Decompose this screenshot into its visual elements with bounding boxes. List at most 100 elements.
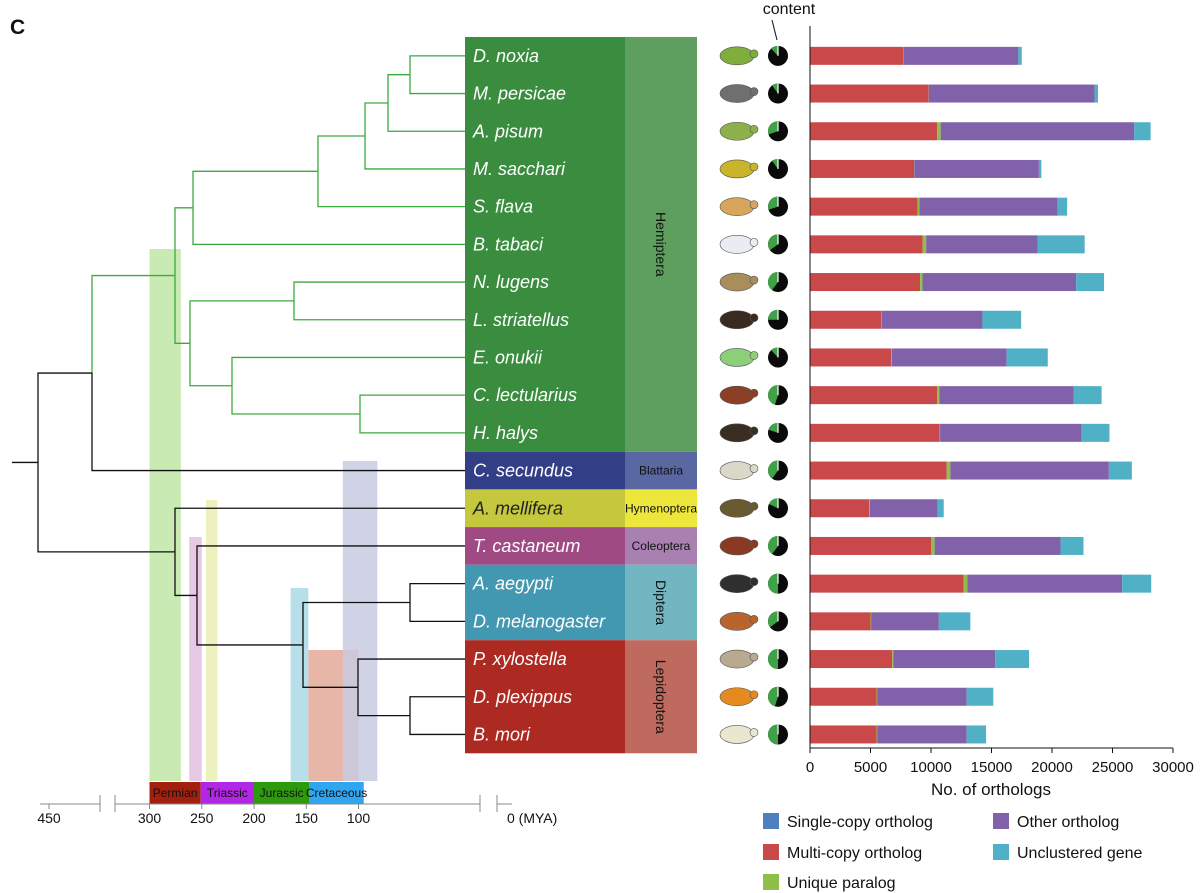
insect-head-icon — [750, 728, 758, 736]
time-tick-label: 250 — [190, 810, 214, 826]
species-name: M. persicae — [473, 84, 566, 104]
bar-multi-copy-ortholog — [810, 575, 964, 593]
tree-branch — [190, 301, 294, 343]
bar-unique-paralog — [877, 688, 878, 706]
x-axis-title: No. of orthologs — [931, 780, 1051, 799]
x-tick-label: 20000 — [1031, 759, 1073, 776]
insect-icon — [720, 198, 754, 216]
bar-unique-paralog — [931, 537, 935, 555]
bar-multi-copy-ortholog — [810, 85, 929, 103]
bar-other-ortholog — [929, 85, 1095, 103]
bar-other-ortholog — [870, 499, 938, 517]
x-tick-label: 5000 — [854, 759, 887, 776]
tree-branch — [294, 282, 465, 301]
insect-icon — [720, 499, 754, 517]
insect-icon-column — [720, 47, 758, 744]
ortholog-x-axis: 050001000015000200002500030000No. of ort… — [806, 26, 1194, 799]
bar-multi-copy-ortholog — [810, 273, 920, 291]
tree-branch — [92, 373, 465, 470]
bar-unclustered-gene — [939, 612, 970, 630]
insect-icon — [720, 650, 754, 668]
bar-unclustered-gene — [1134, 122, 1150, 140]
bar-unique-paralog — [918, 198, 920, 216]
order-label: Lepidoptera — [653, 660, 669, 734]
insect-head-icon — [750, 389, 758, 397]
bar-unclustered-gene — [967, 688, 994, 706]
species-order-blocks: HemipteraBlattariaHymenopteraColeopteraD… — [465, 37, 697, 753]
bar-other-ortholog — [877, 688, 967, 706]
x-tick-label: 15000 — [971, 759, 1013, 776]
insect-icon — [720, 273, 754, 291]
insect-icon — [720, 235, 754, 253]
bar-multi-copy-ortholog — [810, 47, 903, 65]
insect-head-icon — [750, 276, 758, 284]
species-name: T. castaneum — [473, 536, 580, 556]
tree-branch — [360, 414, 465, 433]
tree-branch — [232, 357, 465, 385]
period-label: Cretaceous — [306, 786, 367, 800]
tree-branch — [365, 103, 388, 136]
bar-unique-paralog — [877, 725, 878, 743]
x-tick-label: 10000 — [910, 759, 952, 776]
bar-unclustered-gene — [1018, 47, 1021, 65]
bar-multi-copy-ortholog — [810, 688, 877, 706]
bar-other-ortholog — [923, 273, 1077, 291]
bar-other-ortholog — [935, 537, 1061, 555]
period-label: Jurassic — [260, 786, 304, 800]
tree-branch — [294, 301, 465, 320]
insect-icon — [720, 311, 754, 329]
bar-multi-copy-ortholog — [810, 424, 939, 442]
species-name: D. plexippus — [473, 687, 572, 707]
order-label: Coleoptera — [632, 539, 691, 553]
tree-branch — [318, 171, 465, 206]
geologic-time-axis: PermianTriassicJurassicCretaceous4503002… — [37, 782, 557, 826]
band-diptera-blattaria — [343, 461, 377, 781]
tree-branch — [197, 546, 465, 595]
bar-unique-paralog — [964, 575, 968, 593]
insect-icon — [720, 85, 754, 103]
period-label: Permian — [153, 786, 198, 800]
insect-icon — [720, 424, 754, 442]
bar-unique-paralog — [937, 386, 939, 404]
insect-head-icon — [750, 50, 758, 58]
order-label: Blattaria — [639, 464, 683, 478]
bar-unclustered-gene — [1039, 160, 1041, 178]
pie-slice — [768, 649, 778, 669]
insect-head-icon — [750, 125, 758, 133]
insect-head-icon — [750, 691, 758, 699]
legend-label: Multi-copy ortholog — [787, 845, 922, 862]
tree-branch — [38, 373, 92, 462]
insect-icon — [720, 688, 754, 706]
period-label: Triassic — [207, 786, 248, 800]
species-name: N. lugens — [473, 272, 549, 292]
bar-unclustered-gene — [1109, 462, 1132, 480]
bar-unclustered-gene — [982, 311, 1021, 329]
bar-other-ortholog — [892, 348, 1007, 366]
bar-other-ortholog — [914, 160, 1039, 178]
bar-unique-paralog — [947, 462, 951, 480]
insect-head-icon — [750, 238, 758, 246]
insect-icon — [720, 348, 754, 366]
tree-branch — [410, 697, 465, 716]
species-name: A. pisum — [472, 121, 543, 141]
tree-branch — [193, 171, 318, 208]
insect-head-icon — [750, 578, 758, 586]
phylogenetic-tree — [12, 56, 465, 735]
species-name: B. mori — [473, 724, 531, 744]
insect-head-icon — [750, 615, 758, 623]
bar-multi-copy-ortholog — [810, 311, 881, 329]
insect-head-icon — [750, 502, 758, 510]
bar-other-ortholog — [877, 725, 967, 743]
bar-unique-paralog — [892, 650, 893, 668]
time-tick-label: 100 — [347, 810, 371, 826]
order-label: Hymenoptera — [625, 501, 697, 515]
bar-multi-copy-ortholog — [810, 235, 923, 253]
content-label: content — [763, 1, 816, 18]
bar-unique-paralog — [937, 122, 941, 140]
legend-label: Unclustered gene — [1017, 845, 1143, 862]
species-name: D. melanogaster — [473, 611, 606, 631]
bar-other-ortholog — [903, 47, 1018, 65]
insect-icon — [720, 160, 754, 178]
species-name: B. tabaci — [473, 234, 544, 254]
